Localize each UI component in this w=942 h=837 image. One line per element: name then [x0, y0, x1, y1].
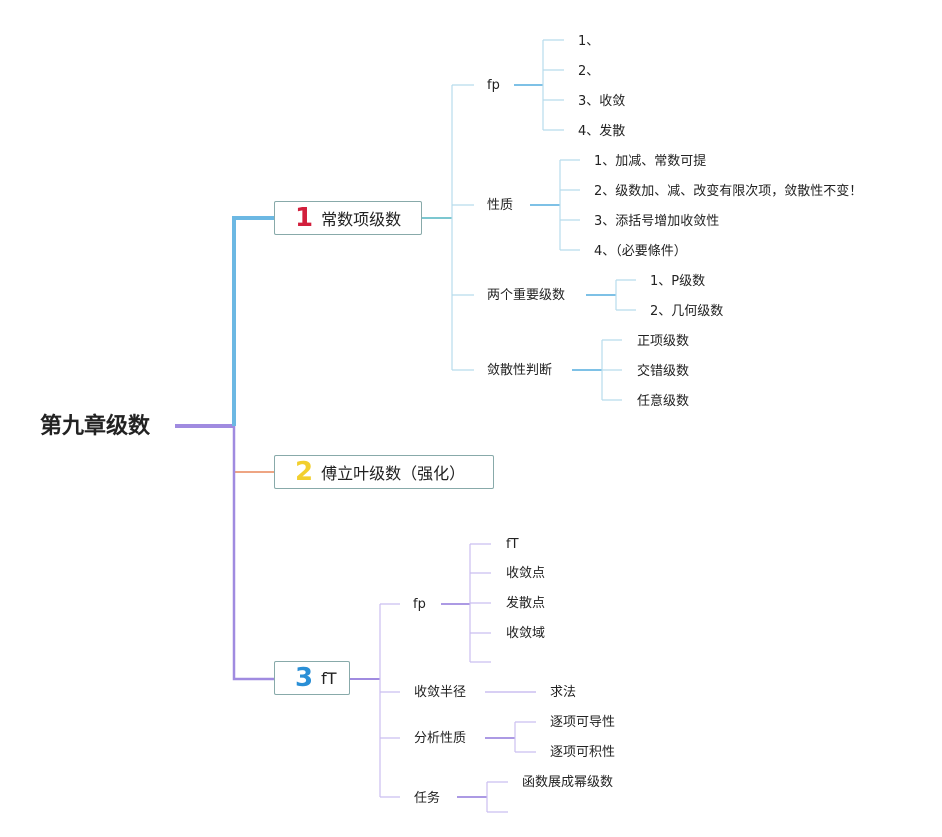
b3-sub-radius[interactable]: 收敛半径: [414, 685, 467, 700]
b1-imp-item-2[interactable]: 2、几何级数: [650, 304, 724, 319]
branch-3-number: 3: [295, 663, 314, 693]
branch-2-label: 傅立叶级数（强化）: [321, 464, 466, 483]
b3-task-item-1[interactable]: 函数展成幂级数: [522, 775, 614, 790]
b1-sub-convergence-test[interactable]: 敛散性判断: [487, 363, 553, 378]
b3-sub-fp[interactable]: fp: [413, 597, 426, 612]
b1-fp-item-2[interactable]: 2、: [578, 64, 600, 79]
b1-conv-item-3[interactable]: 任意级数: [637, 394, 690, 409]
b1-prop-item-1[interactable]: 1、加减、常数可提: [594, 154, 707, 169]
b3-analytic-item-2[interactable]: 逐项可积性: [550, 745, 616, 760]
b3-fp-item-1[interactable]: fT: [506, 537, 519, 552]
root-topic[interactable]: 第九章级数: [40, 414, 151, 439]
branch-3-box[interactable]: 3 fT: [274, 661, 350, 695]
root-to-branch-2: [233, 426, 274, 473]
root-to-branch-3: [232, 426, 274, 681]
b1-sub-properties[interactable]: 性质: [487, 198, 514, 213]
b3-sub-analytic-props[interactable]: 分析性质: [414, 731, 467, 746]
b1-prop-item-4[interactable]: 4、（必要條件）: [594, 244, 687, 259]
b1-fp-item-3[interactable]: 3、收敛: [578, 94, 626, 109]
b1-conv-item-2[interactable]: 交错级数: [637, 364, 690, 379]
b3-analytic-item-1[interactable]: 逐项可导性: [550, 715, 616, 730]
branch-3-label: fT: [321, 668, 337, 688]
root-to-branch-1: [232, 216, 274, 426]
b3-sub-task[interactable]: 任务: [414, 791, 441, 806]
b1-prop-item-3[interactable]: 3、添括号增加收敛性: [594, 214, 720, 229]
branch-1-box[interactable]: 1 常数项级数: [274, 201, 422, 235]
branch-1-label: 常数项级数: [321, 210, 402, 229]
b3-fp-item-2[interactable]: 收敛点: [506, 566, 546, 581]
b1-conv-item-1[interactable]: 正项级数: [637, 334, 690, 349]
b1-sub-fp[interactable]: fp: [487, 78, 500, 93]
b1-fp-item-4[interactable]: 4、发散: [578, 124, 626, 139]
b1-prop-item-2[interactable]: 2、级数加、减、改变有限次项，敛散性不变！: [594, 184, 863, 199]
b1-sub-important-series[interactable]: 两个重要级数: [487, 288, 566, 303]
b3-fp-item-3[interactable]: 发散点: [506, 596, 546, 611]
branch-1-number: 1: [295, 203, 314, 233]
b1-imp-item-1[interactable]: 1、P级数: [650, 274, 706, 289]
b3-fp-item-4[interactable]: 收敛域: [506, 626, 546, 641]
branch-2-number: 2: [295, 457, 314, 487]
b1-fp-item-1[interactable]: 1、: [578, 34, 600, 49]
b3-radius-item-1[interactable]: 求法: [550, 685, 577, 700]
branch-2-box[interactable]: 2 傅立叶级数（强化）: [274, 455, 494, 489]
